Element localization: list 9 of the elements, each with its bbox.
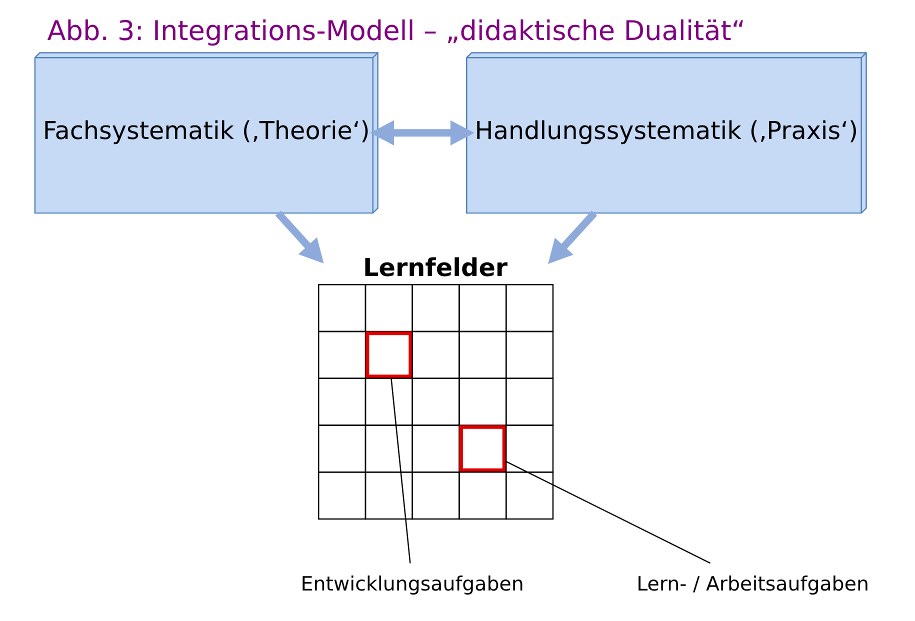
connector [505, 461, 710, 564]
arrow [274, 210, 324, 264]
node-label: Lernfelder [362, 252, 508, 282]
arrow [548, 210, 597, 264]
node-text: Lern- / Arbeitsaufgaben [636, 572, 868, 596]
connector [390, 378, 410, 564]
diagram-title: Abb. 3: Integrations-Modell – „didaktische Dualität“ [46, 16, 745, 47]
node-text: Entwicklungsaufgaben [300, 572, 524, 596]
arrow [370, 120, 474, 146]
